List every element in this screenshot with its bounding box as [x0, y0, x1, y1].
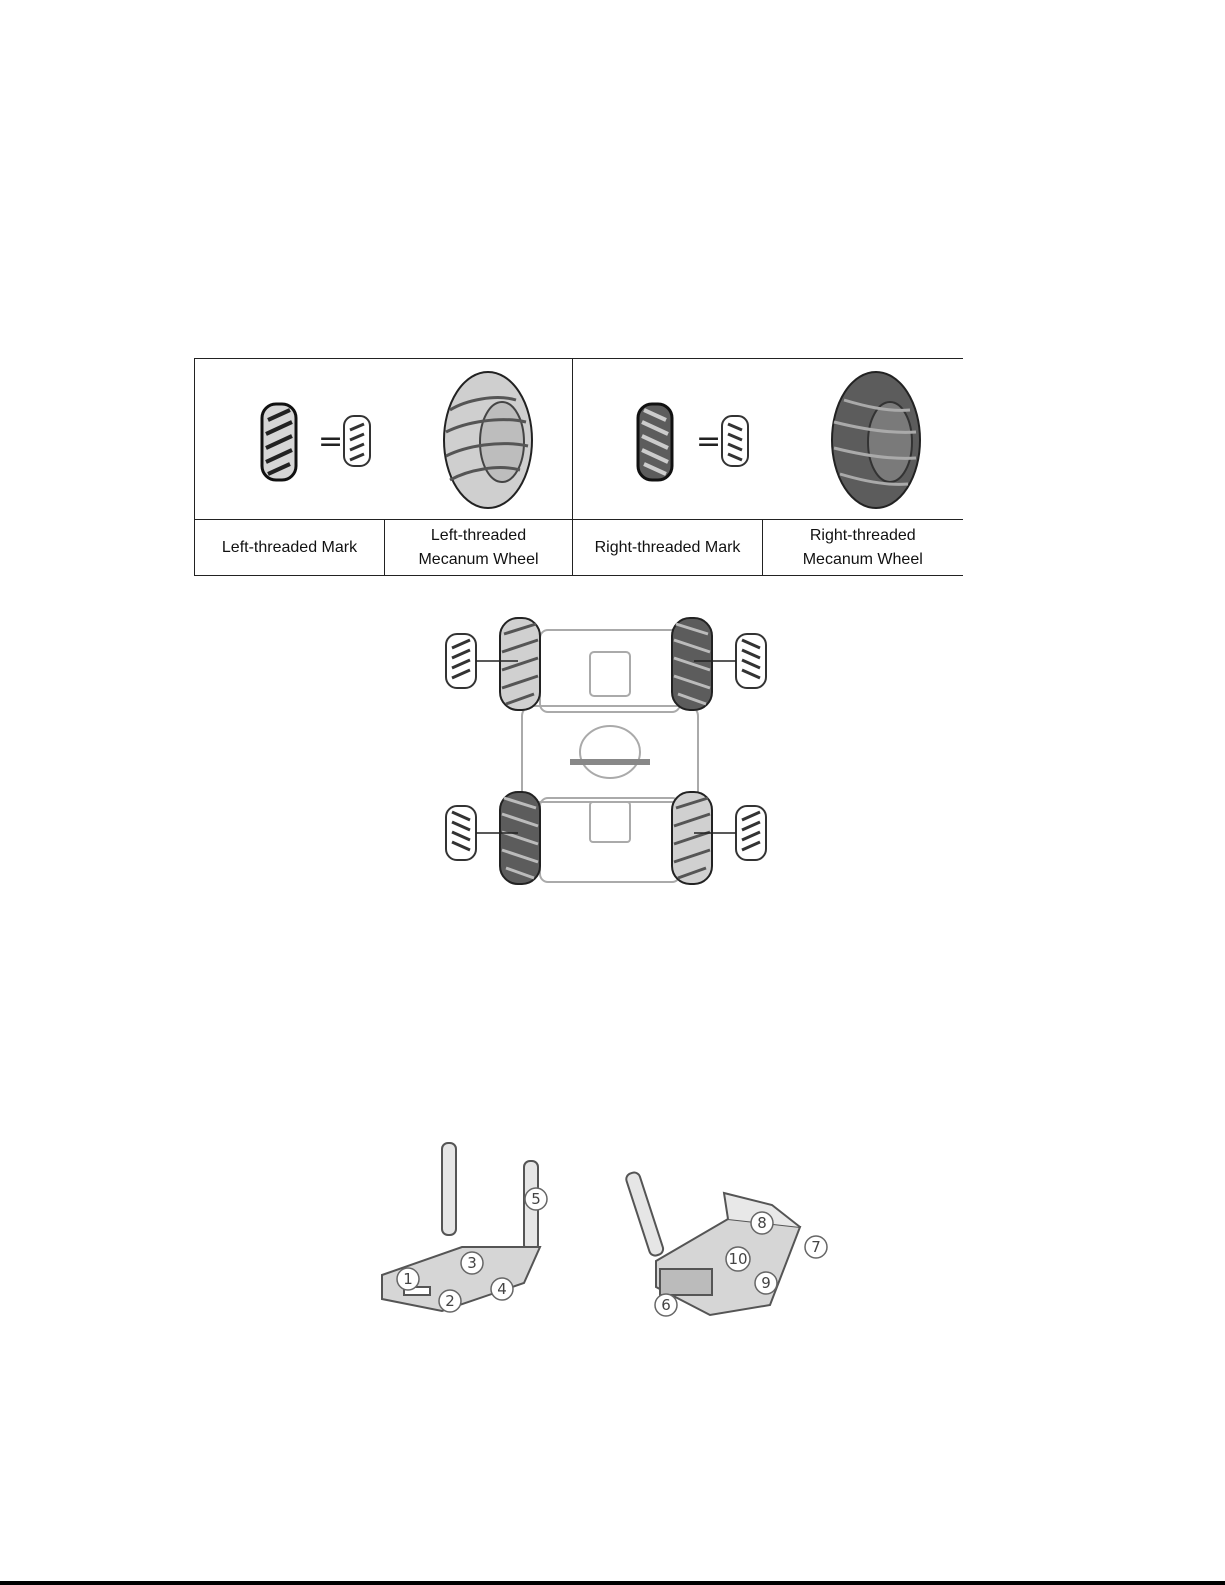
svg-text:=: = — [318, 424, 343, 459]
left-tread-wheel-icon — [262, 404, 296, 480]
svg-text:4: 4 — [497, 1280, 507, 1298]
front-left-wheel — [500, 618, 540, 710]
svg-text:7: 7 — [811, 1238, 821, 1256]
callout-7: 7 — [805, 1236, 827, 1258]
svg-text:=: = — [696, 424, 721, 459]
left-antenna — [442, 1143, 456, 1235]
chassis-top-view-diagram — [440, 612, 780, 897]
callout-3: 3 — [461, 1252, 483, 1274]
left-threaded-illustration-cell: = — [195, 359, 573, 520]
right-threaded-mark-icon — [722, 416, 748, 466]
right-mecanum-wheel-icon — [832, 372, 920, 508]
front-right-wheel — [672, 618, 712, 710]
callout-1: 1 — [397, 1268, 419, 1290]
left-mecanum-wheel-icon — [444, 372, 532, 508]
callout-6: 6 — [655, 1294, 677, 1316]
svg-text:10: 10 — [728, 1250, 747, 1268]
rear-antenna — [625, 1171, 665, 1257]
right-threaded-mark-label: Right-threaded Mark — [573, 520, 763, 576]
right-tread-wheel-icon — [638, 404, 672, 480]
svg-text:2: 2 — [445, 1292, 455, 1310]
callout-5: 5 — [525, 1188, 547, 1210]
svg-text:1: 1 — [403, 1270, 413, 1288]
callout-2: 2 — [439, 1290, 461, 1312]
receiver-front-view-diagram: 1 2 3 4 5 — [372, 1135, 582, 1335]
left-threaded-wheel-illustration: = — [204, 364, 564, 514]
right-threaded-illustration-cell: = — [573, 359, 963, 520]
callout-8: 8 — [751, 1212, 773, 1234]
rear-left-wheel — [500, 792, 540, 884]
callout-9: 9 — [755, 1272, 777, 1294]
svg-text:8: 8 — [757, 1214, 767, 1232]
callout-4: 4 — [491, 1278, 513, 1300]
svg-text:9: 9 — [761, 1274, 771, 1292]
mecanum-wheel-table: = = — [194, 358, 963, 576]
left-threaded-mark-icon — [344, 416, 370, 466]
right-threaded-wheel-illustration: = — [578, 364, 958, 514]
svg-text:5: 5 — [531, 1190, 541, 1208]
svg-text:3: 3 — [467, 1254, 477, 1272]
left-threaded-mark-label: Left-threaded Mark — [195, 520, 385, 576]
page-bottom-rule — [0, 1581, 1225, 1585]
left-threaded-wheel-label: Left-threaded Mecanum Wheel — [385, 520, 573, 576]
callout-10: 10 — [726, 1247, 750, 1271]
right-threaded-wheel-label: Right-threaded Mecanum Wheel — [763, 520, 963, 576]
rear-right-wheel — [672, 792, 712, 884]
svg-text:6: 6 — [661, 1296, 671, 1314]
receiver-rear-view-diagram: 6 7 8 9 10 — [620, 1165, 850, 1325]
